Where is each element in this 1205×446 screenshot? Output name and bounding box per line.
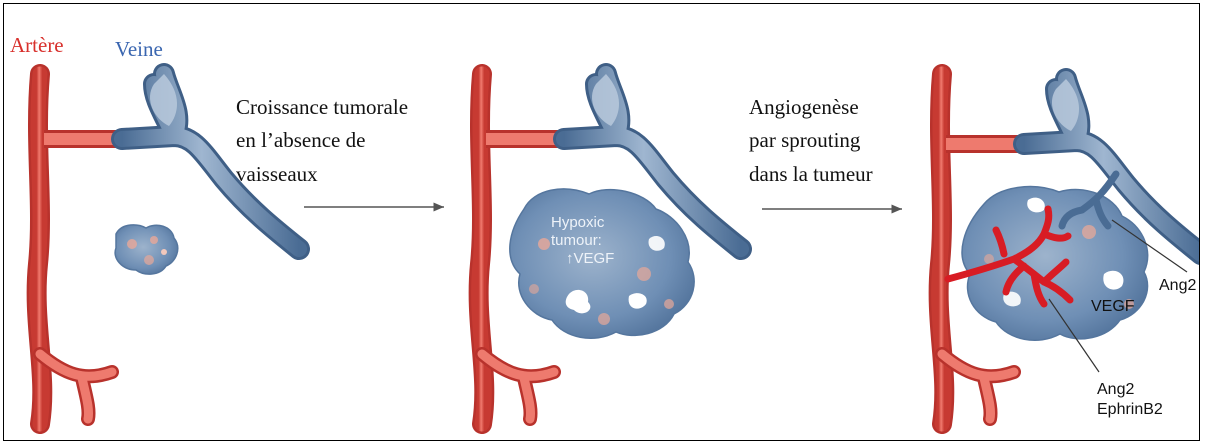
step2-caption-line2: par sprouting [749, 128, 861, 152]
artery-label: Artère [10, 33, 64, 57]
ephrinb2-label: EphrinB2 [1097, 401, 1163, 418]
artery-trunk-3 [939, 74, 945, 424]
step2-caption-line1: Angiogenèse [749, 95, 859, 119]
panel-1 [37, 74, 299, 424]
vegf-label: VEGF [1091, 298, 1135, 315]
panel-2 [479, 74, 741, 424]
vein-label: Veine [115, 37, 163, 61]
angiogenesis-diagram: Artère Veine Croissance tumorale en l’ab… [4, 4, 1200, 441]
step1-caption-line1: Croissance tumorale [236, 95, 408, 119]
hypoxic-label-line2: tumour: [551, 232, 602, 249]
hypoxic-label-line1: Hypoxic [551, 214, 605, 231]
artery-trunk-2 [479, 74, 485, 424]
figure-frame: Artère Veine Croissance tumorale en l’ab… [3, 3, 1200, 441]
hypoxic-label-line3: ↑VEGF [566, 250, 614, 267]
small-tumour [115, 225, 178, 274]
ang2-right-label: Ang2 [1159, 277, 1196, 294]
step1-caption-line3: vaisseaux [236, 162, 318, 186]
ang2-bottom-label: Ang2 [1097, 381, 1134, 398]
step1-caption-line2: en l’absence de [236, 128, 365, 152]
step2-caption-line3: dans la tumeur [749, 162, 873, 186]
panel-3 [939, 74, 1200, 424]
